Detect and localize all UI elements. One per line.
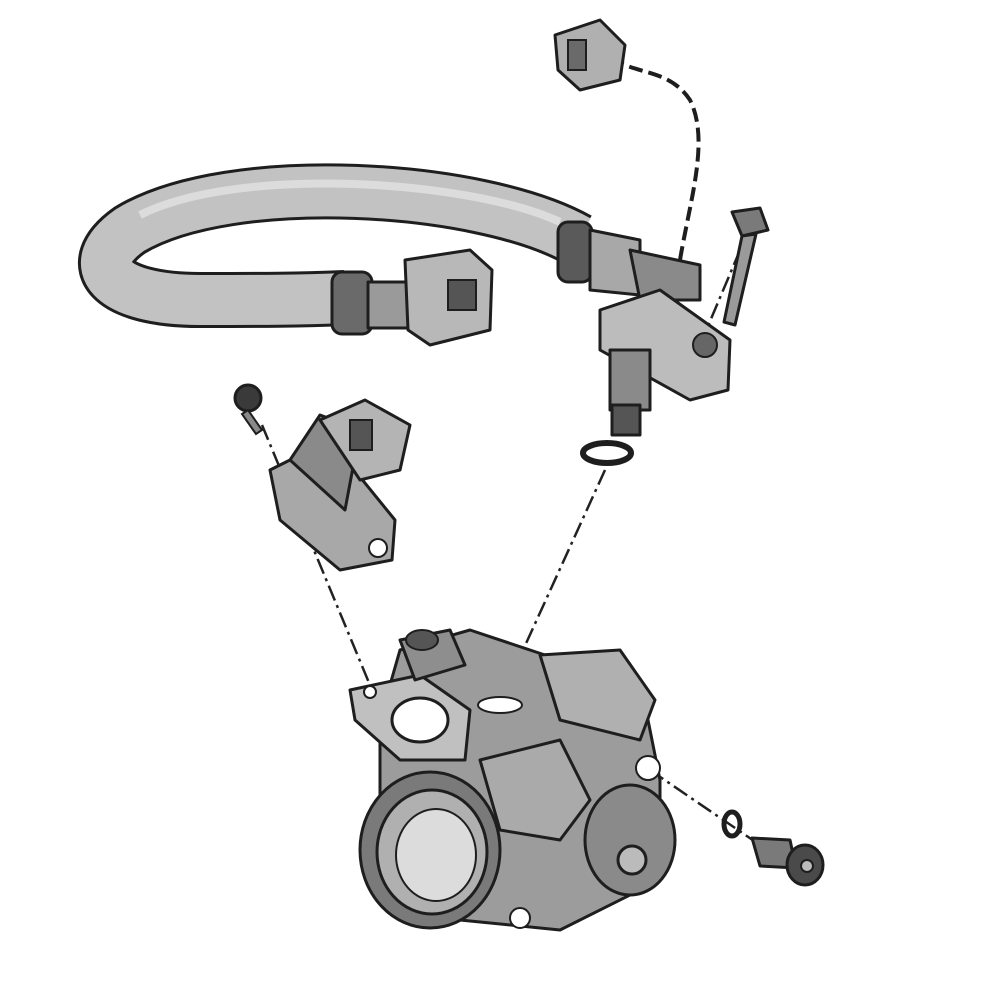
idle-screw-o-ring (721, 809, 743, 839)
injector-mounting-bolt (722, 206, 770, 327)
sensor-screw (233, 383, 264, 436)
throttle-body (348, 628, 677, 932)
hose-quick-connector (330, 248, 494, 347)
fuel-injector (598, 248, 732, 437)
idle-adjust-screw (750, 836, 825, 887)
idle-screw-alignment-line (649, 768, 761, 847)
injector-fitting (556, 220, 642, 297)
injector-electrical-connector (553, 18, 627, 92)
fuel-hose (78, 163, 592, 329)
bolt-alignment-line (698, 254, 740, 346)
injector-wire (613, 58, 701, 261)
throttle-position-sensor (268, 398, 412, 572)
injector-o-ring (580, 440, 634, 466)
sensor-alignment-line (260, 424, 374, 691)
